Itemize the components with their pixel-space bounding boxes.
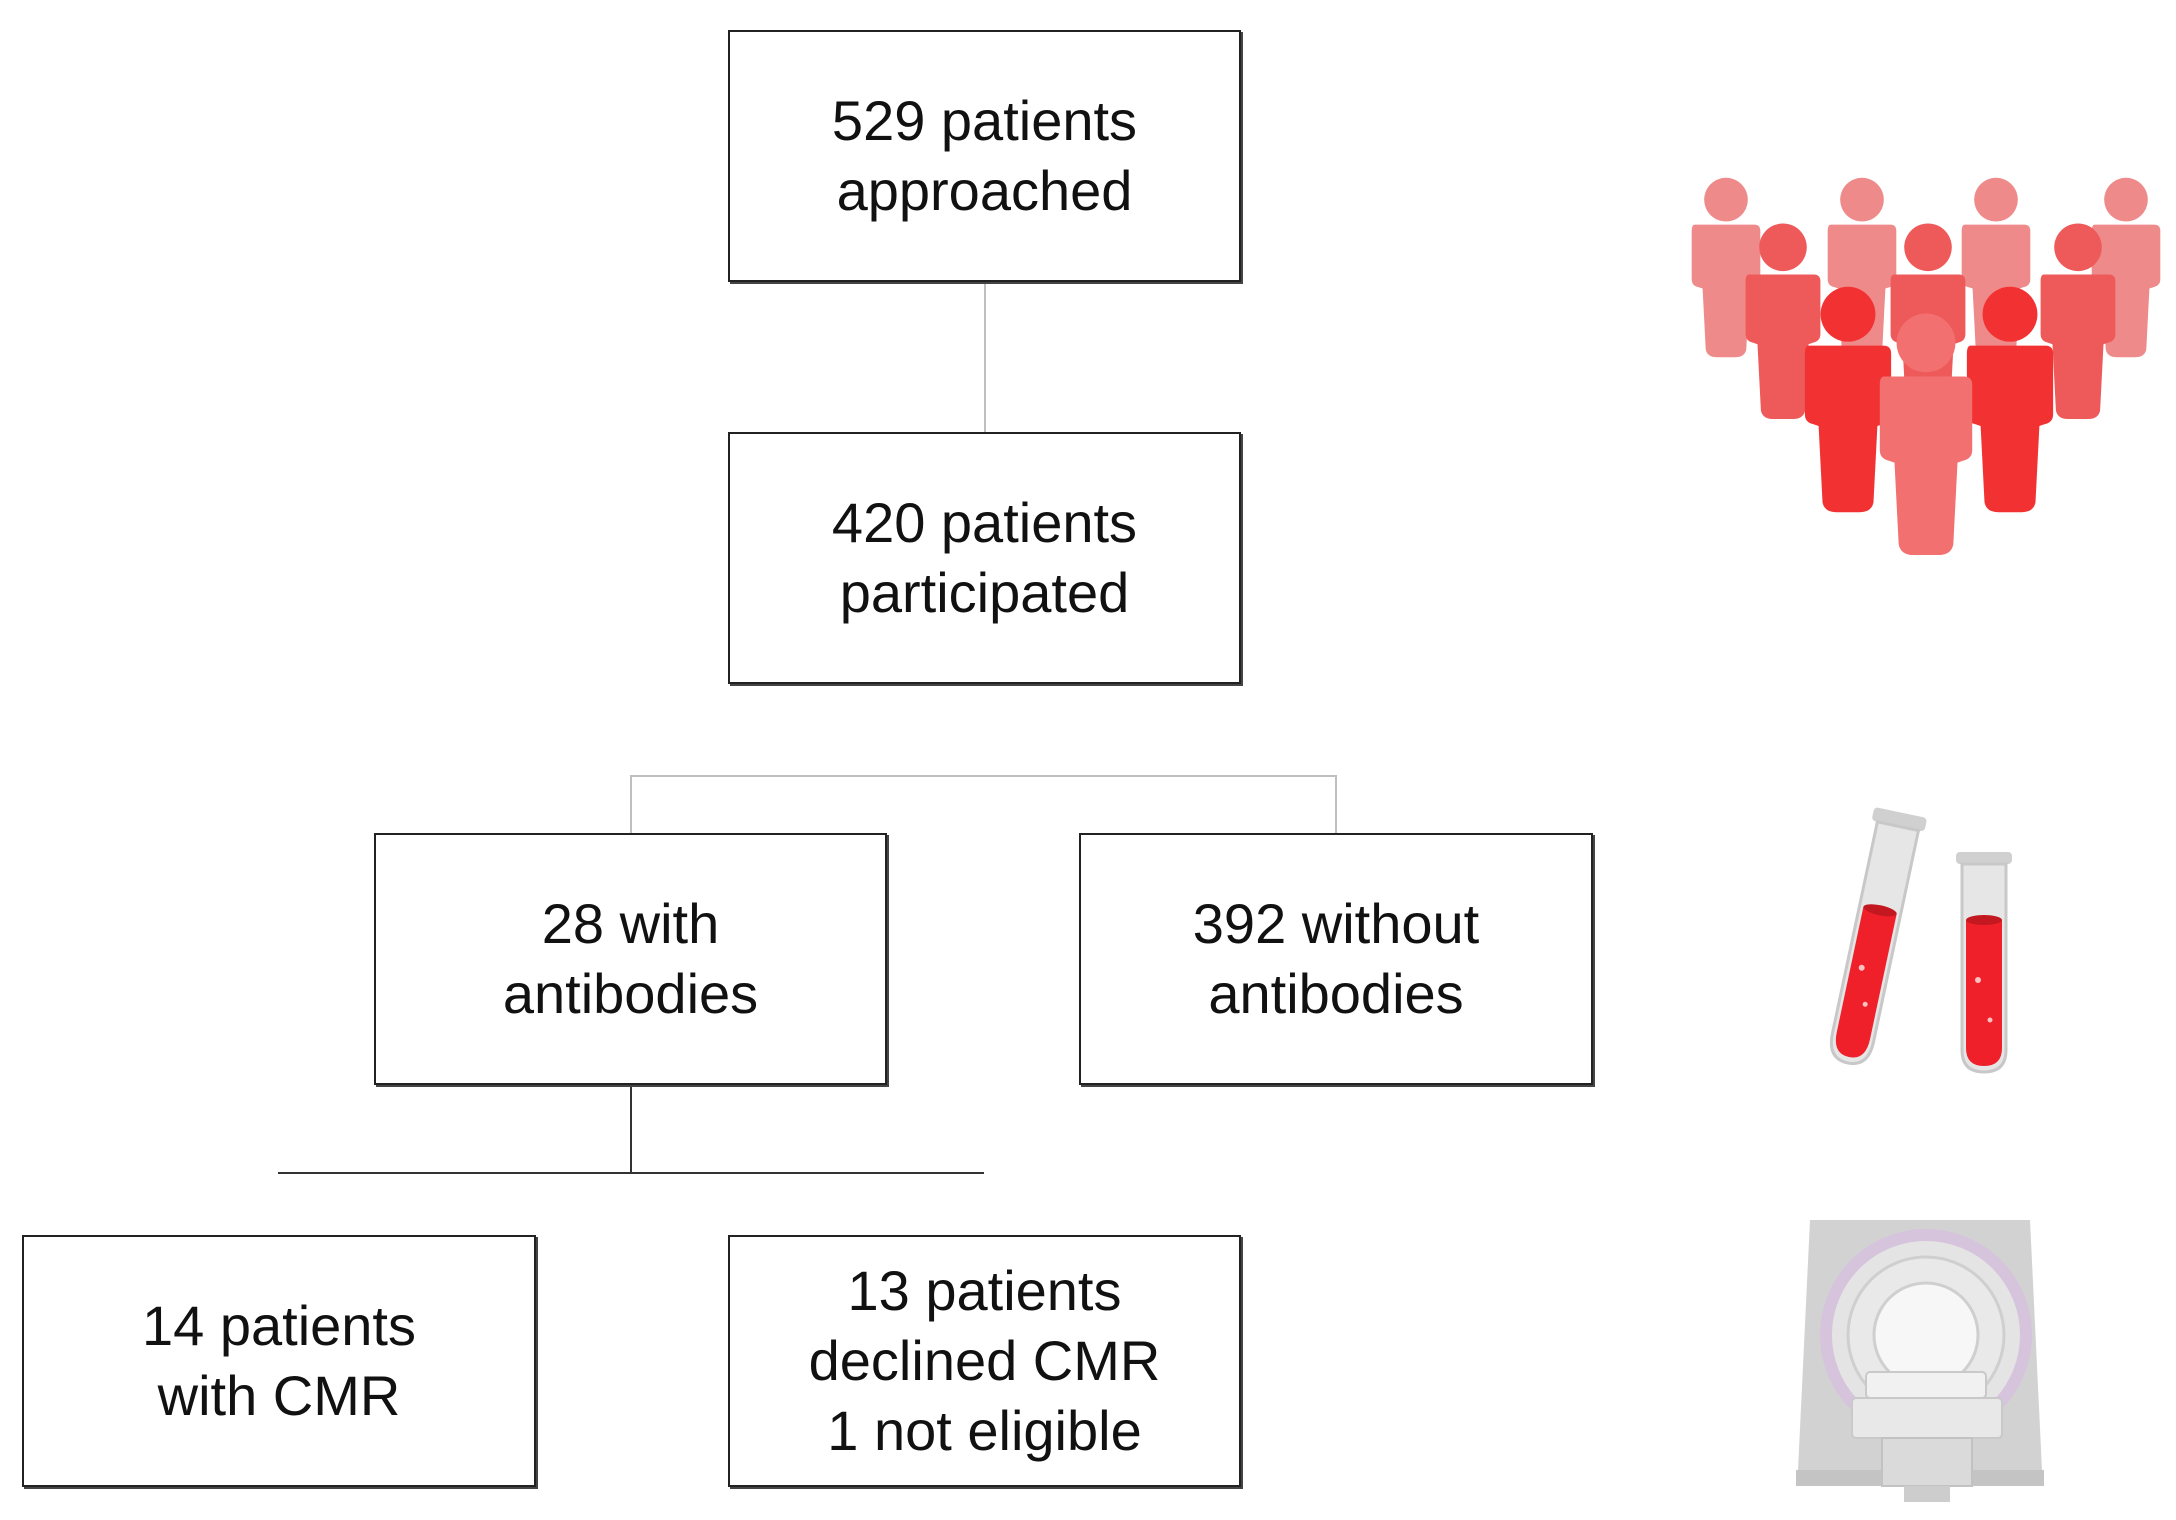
box-with-cmr-line2: with CMR [157,1364,401,1427]
box-approached-line2: approached [836,159,1133,222]
box-with-cmr: 14 patients with CMR [22,1235,536,1487]
box-with-antibodies: 28 with antibodies [374,833,887,1085]
connector-split-left [630,775,632,835]
connector-cmr-horizontal [278,1172,984,1174]
box-participated-line1: 420 patients [831,491,1138,554]
box-declined-line1: 13 patients [847,1259,1122,1322]
box-with-antibodies-line1: 28 with [541,892,720,955]
box-declined-line2: declined CMR [808,1329,1161,1392]
box-with-cmr-line1: 14 patients [142,1294,416,1357]
blood-test-tubes-icon [1829,807,2012,1074]
box-without-antibodies-line2: antibodies [1208,962,1464,1025]
connector-antibodies-down [630,1085,632,1173]
box-participated-line2: participated [839,561,1130,624]
box-approached: 529 patients approached [728,30,1241,282]
box-declined: 13 patients declined CMR 1 not eligible [728,1235,1241,1487]
connector-split-right [1335,775,1337,835]
box-participated: 420 patients participated [728,432,1241,684]
mri-scanner-icon [1796,1220,2044,1502]
box-without-antibodies: 392 without antibodies [1079,833,1593,1085]
box-approached-line1: 529 patients [831,89,1138,152]
box-with-antibodies-line2: antibodies [502,962,759,1025]
box-declined-line3: 1 not eligible [827,1399,1142,1462]
connector-split-horizontal [630,775,1337,777]
people-group-icon [1691,177,2161,555]
connector-approached-participated [984,282,986,432]
box-without-antibodies-line1: 392 without [1192,892,1480,955]
